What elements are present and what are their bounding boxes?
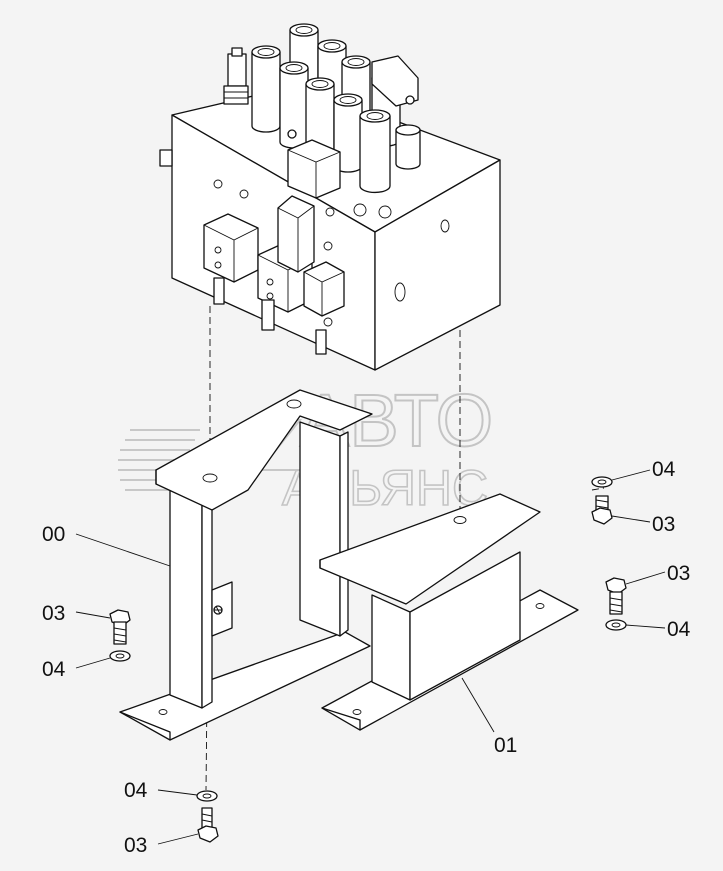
valve-solenoid xyxy=(303,261,345,317)
base-bolt-hole xyxy=(158,709,168,715)
valve-fitting xyxy=(223,47,249,105)
valve-port-hole xyxy=(213,179,223,189)
valve-port-hole xyxy=(323,241,333,251)
bracket-post-rear xyxy=(299,421,341,637)
valve-side-port xyxy=(159,149,173,167)
valve-spool xyxy=(279,61,309,149)
valve-port-hole xyxy=(394,282,406,302)
bracket-post-rear-edge xyxy=(339,431,349,637)
valve-port-hole xyxy=(239,189,249,199)
bolt-icon xyxy=(605,577,627,595)
bracket-top-plate xyxy=(155,389,373,511)
valve-spool xyxy=(251,45,281,133)
support-block-front xyxy=(371,594,411,701)
callout-04: 04 xyxy=(124,779,148,802)
valve-solenoid xyxy=(203,213,259,283)
bracket-left xyxy=(119,389,373,741)
washer-icon xyxy=(605,619,627,631)
top-plate-hole xyxy=(202,473,218,483)
callout-04: 04 xyxy=(667,618,691,641)
bolt-shank xyxy=(113,621,127,645)
valve-port-hole xyxy=(440,219,450,233)
washer-bolt-right xyxy=(605,577,627,631)
valve-top-nut xyxy=(405,95,415,105)
valve-top-cover xyxy=(371,55,419,107)
valve-solenoid xyxy=(277,195,315,273)
callout-03: 03 xyxy=(42,602,65,625)
valve-rod xyxy=(213,277,327,355)
callout-01: 01 xyxy=(494,734,517,757)
bolt-icon xyxy=(591,507,613,525)
valve-top-nut xyxy=(287,129,297,139)
bracket-base-plate xyxy=(119,631,371,741)
bracket-post-edge xyxy=(201,497,213,709)
washer-bolt-left xyxy=(109,609,131,662)
callout-04: 04 xyxy=(652,458,676,481)
top-plate-hole xyxy=(453,516,467,524)
washer-icon xyxy=(591,476,613,488)
washer-bolt-top-right xyxy=(591,476,613,525)
callout-04: 04 xyxy=(42,658,66,681)
valve-block-side xyxy=(374,159,501,371)
callout-03: 03 xyxy=(652,513,675,536)
valve-spool-caps xyxy=(251,23,421,194)
leader-lines xyxy=(75,469,666,845)
bolt-shank xyxy=(609,591,623,615)
base-bolt-hole xyxy=(352,709,362,715)
valve-top-solenoid xyxy=(287,139,341,199)
valve-spool xyxy=(395,124,421,170)
valve-port-hole xyxy=(378,205,392,219)
washer-icon xyxy=(196,790,218,802)
callout-03: 03 xyxy=(124,834,147,857)
valve-port-hole xyxy=(353,203,367,217)
top-plate-hole xyxy=(286,399,302,409)
valve-spool xyxy=(359,109,391,194)
callout-labels: 00 01 03 03 03 03 04 04 04 04 xyxy=(42,458,691,857)
support-block-side xyxy=(409,551,521,701)
bolt-icon xyxy=(197,825,219,843)
bracket-post-front xyxy=(169,487,203,709)
support-right xyxy=(319,493,579,731)
callout-00: 00 xyxy=(42,523,65,546)
callout-03: 03 xyxy=(667,562,690,585)
control-valve xyxy=(159,23,501,371)
valve-port-hole xyxy=(325,207,335,217)
washer-icon xyxy=(109,650,131,662)
valve-port-hole xyxy=(323,317,333,327)
valve-spool xyxy=(333,93,363,173)
base-bolt-hole xyxy=(535,603,545,609)
washer-bolt-bottom xyxy=(196,790,219,843)
